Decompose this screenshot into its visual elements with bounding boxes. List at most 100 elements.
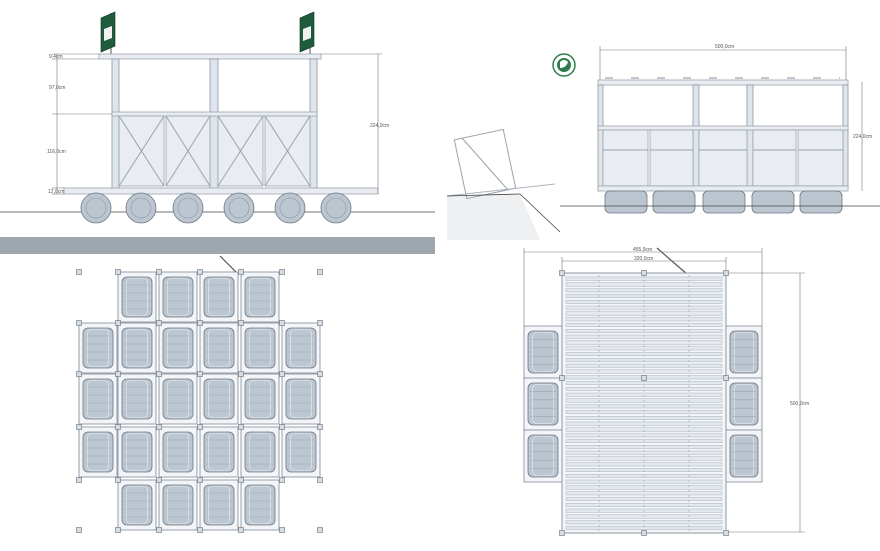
barrel <box>751 190 795 214</box>
connector-node <box>156 477 162 483</box>
barrel <box>527 434 559 478</box>
barrel <box>652 190 696 214</box>
deck <box>63 187 379 195</box>
barrel-row <box>604 190 843 214</box>
barrel-row <box>80 192 352 224</box>
connector-node <box>156 320 162 326</box>
connector-node <box>317 527 323 533</box>
left-plan-view <box>76 255 323 533</box>
connector-node <box>317 371 323 377</box>
barrel <box>244 378 276 420</box>
barrel <box>82 327 114 369</box>
top-rail <box>597 79 849 86</box>
deck-board <box>565 456 723 461</box>
connector-node <box>76 477 82 483</box>
connector-node <box>279 477 285 483</box>
flag-icon <box>100 11 116 57</box>
barrel <box>729 382 759 426</box>
connector-node <box>317 269 323 275</box>
railing-panel <box>602 129 844 187</box>
logo-icon <box>552 53 576 77</box>
connector-node <box>723 270 729 276</box>
deck-board <box>565 421 723 426</box>
barrel <box>162 276 194 318</box>
frame-post <box>309 58 318 190</box>
connector-node <box>238 320 244 326</box>
frame-post <box>111 58 120 190</box>
connector-node <box>238 527 244 533</box>
top-rail <box>98 53 322 60</box>
barrel <box>121 431 153 473</box>
dim-label: 116,0cm <box>47 149 66 155</box>
barrel <box>162 484 194 526</box>
barrel <box>162 431 194 473</box>
connector-node <box>641 375 647 381</box>
connector-node <box>156 527 162 533</box>
connector-node <box>641 270 647 276</box>
barrel <box>799 190 843 214</box>
dim-label: 9,4cm <box>49 54 63 60</box>
connector-node <box>317 424 323 430</box>
barrel <box>203 327 235 369</box>
dim-label: 97,0cm <box>49 85 65 91</box>
deck-board <box>565 346 723 351</box>
mid-rail <box>111 111 318 117</box>
barrel <box>527 330 559 374</box>
flag-icon <box>299 11 315 57</box>
dim-label: 320,0cm <box>634 256 653 262</box>
barrel <box>223 192 255 224</box>
barrel <box>285 431 317 473</box>
connector-node <box>317 477 323 483</box>
connector-node <box>723 530 729 536</box>
connector-node <box>76 527 82 533</box>
connector-node <box>723 375 729 381</box>
connector-node <box>279 269 285 275</box>
barrel <box>162 378 194 420</box>
dim-label: 224,0cm <box>853 134 872 140</box>
barrel <box>729 434 759 478</box>
barrel <box>527 382 559 426</box>
barrel <box>604 190 648 214</box>
barrel <box>203 484 235 526</box>
connector-node <box>115 477 121 483</box>
connector-node <box>115 320 121 326</box>
right-side-elevation: 500,0cm <box>446 44 880 240</box>
connector-node <box>559 270 565 276</box>
connector-node <box>197 527 203 533</box>
barrel <box>82 378 114 420</box>
barrel <box>244 484 276 526</box>
connector-node <box>115 424 121 430</box>
barrel <box>121 327 153 369</box>
connector-node <box>279 424 285 430</box>
connector-node <box>156 424 162 430</box>
barrel <box>203 431 235 473</box>
deck <box>597 185 849 192</box>
deck-board <box>565 491 723 496</box>
connector-node <box>197 477 203 483</box>
deck-board <box>565 276 723 281</box>
connector-node <box>279 320 285 326</box>
barrel <box>274 192 306 224</box>
barrel <box>203 378 235 420</box>
connector-node <box>197 269 203 275</box>
right-plan-view: 455,9cm 320,0cm 500,0cm <box>523 247 809 536</box>
frame-post <box>692 84 700 190</box>
connector-node <box>559 375 565 381</box>
frame-post <box>746 84 754 190</box>
barrel <box>320 192 352 224</box>
barrel <box>80 192 112 224</box>
barrel <box>244 431 276 473</box>
ramp-section <box>446 128 561 240</box>
connector-node <box>156 371 162 377</box>
barrel <box>285 378 317 420</box>
connector-node <box>317 320 323 326</box>
connector-node <box>115 269 121 275</box>
section-band <box>0 237 435 254</box>
connector-node <box>197 424 203 430</box>
dim-label: 500,0cm <box>715 44 734 50</box>
dim-label: 500,0cm <box>790 401 809 407</box>
deck-board <box>565 311 723 316</box>
connector-node <box>76 371 82 377</box>
dim-label: 12,0cm <box>48 189 64 195</box>
